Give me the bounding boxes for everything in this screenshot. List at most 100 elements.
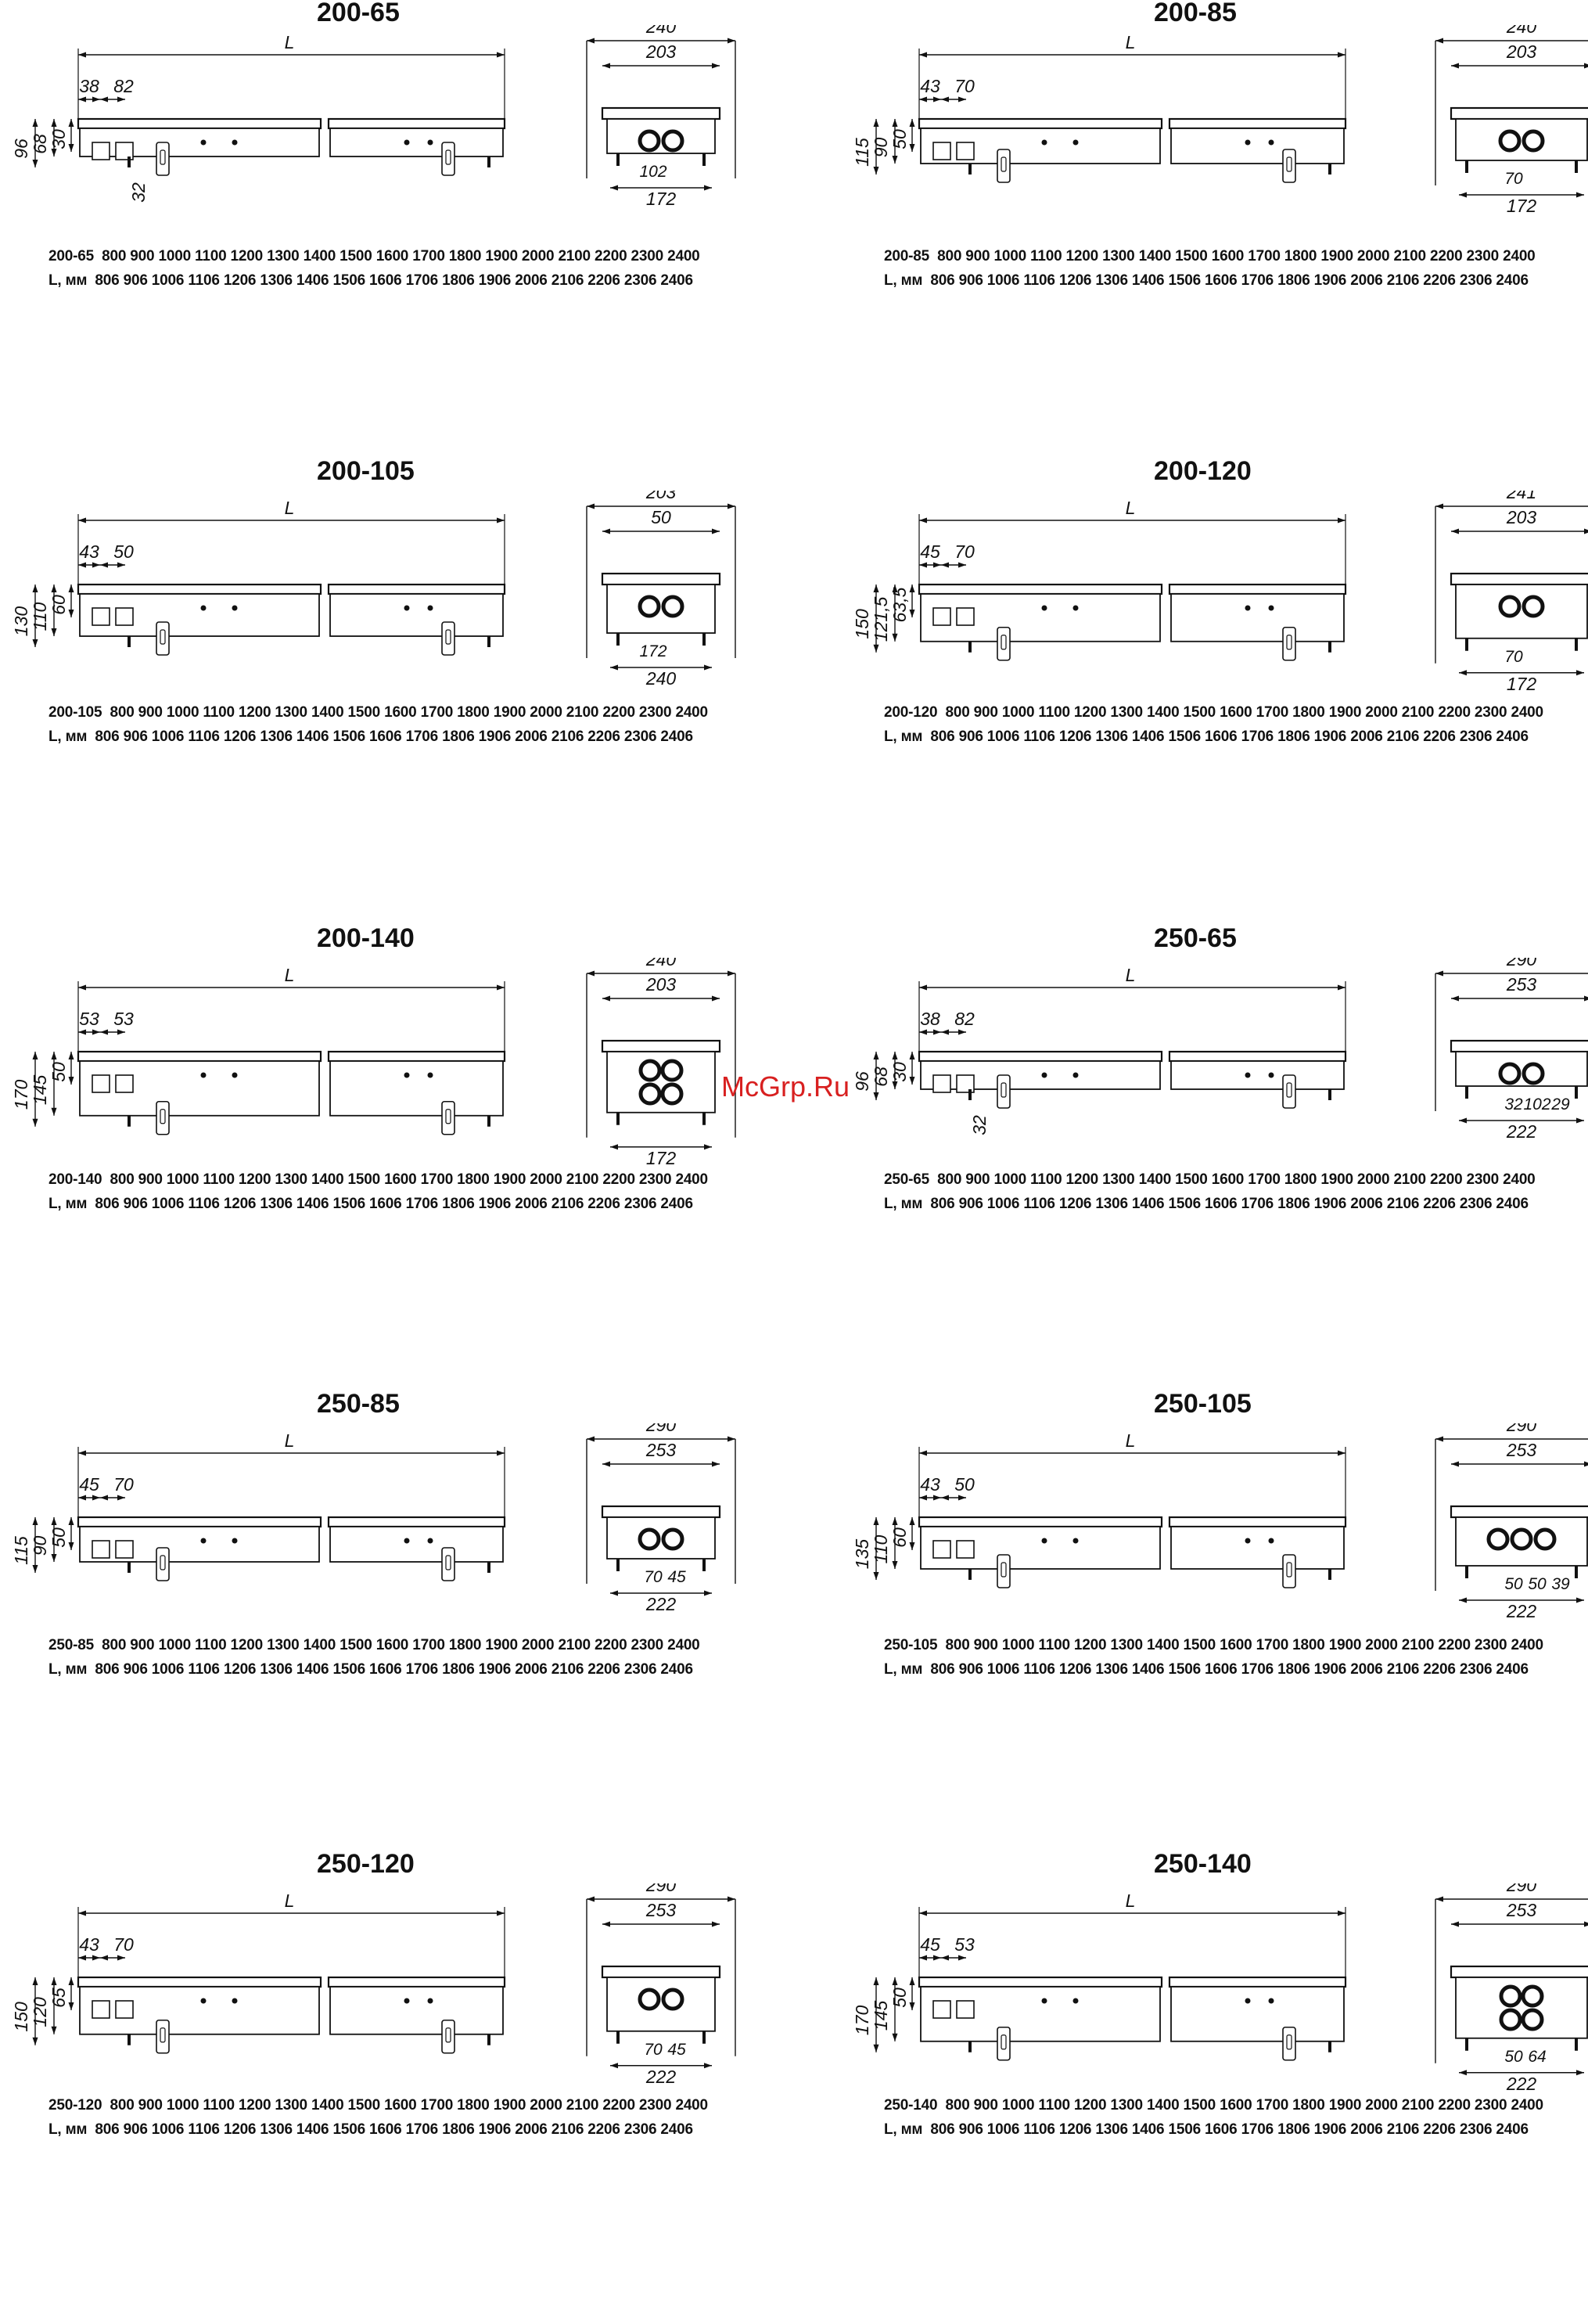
dimension-arrow bbox=[51, 585, 57, 592]
model-title: 200-120 bbox=[1154, 456, 1252, 486]
dimension-arrow bbox=[51, 1517, 57, 1525]
rivet bbox=[404, 605, 410, 611]
front-view bbox=[601, 1505, 721, 1571]
bracket-slot bbox=[1286, 1562, 1292, 1578]
port-square bbox=[92, 2000, 110, 2019]
bracket-slot bbox=[1001, 2034, 1007, 2050]
dimension-arrow bbox=[1576, 1117, 1584, 1124]
dimension-arrow bbox=[78, 1029, 86, 1035]
side-view bbox=[918, 1516, 1347, 1588]
dimension-arrow bbox=[1584, 63, 1588, 69]
dimension-arrow bbox=[587, 970, 595, 977]
dimension-label: 43 bbox=[79, 541, 99, 562]
length-label: L bbox=[285, 965, 295, 985]
dimension-arrow bbox=[32, 119, 38, 127]
length-label: L bbox=[1126, 32, 1136, 52]
trench-body bbox=[1170, 128, 1345, 164]
front-view bbox=[601, 1965, 721, 2044]
grille-top bbox=[77, 117, 322, 130]
length-label: L bbox=[285, 498, 295, 518]
dimension-arrow bbox=[610, 664, 618, 671]
dimension-arrow bbox=[100, 1495, 108, 1501]
dimension-arrow bbox=[933, 1029, 941, 1035]
dimension-arrow bbox=[1459, 1117, 1467, 1124]
port-square bbox=[956, 1074, 975, 1093]
port-square bbox=[92, 142, 110, 160]
bracket-slot bbox=[160, 1555, 166, 1570]
dimension-arrow bbox=[100, 96, 108, 103]
grille-section bbox=[1450, 572, 1588, 586]
dimension-arrow bbox=[909, 119, 915, 127]
dimension-arrow bbox=[873, 1052, 879, 1059]
dimension-arrow bbox=[892, 1517, 898, 1525]
dimension-arrow bbox=[1338, 52, 1345, 58]
grille-top bbox=[1168, 1976, 1347, 1988]
dimension-arrow bbox=[68, 1542, 74, 1550]
bracket-slot bbox=[1286, 1082, 1292, 1098]
dimension-arrow bbox=[602, 63, 610, 69]
rivet bbox=[200, 1538, 207, 1544]
pipe-connection bbox=[1522, 129, 1545, 153]
dimension-label: 253 bbox=[1506, 1440, 1537, 1460]
dimension-arrow bbox=[909, 1077, 915, 1085]
bracket-slot bbox=[1001, 635, 1007, 650]
model-size-row: 200-65 800 900 1000 1100 1200 1300 1400 … bbox=[49, 248, 700, 264]
trench-body bbox=[1170, 1986, 1345, 2042]
pipe-connection bbox=[638, 1082, 662, 1106]
dimension-arrow bbox=[1338, 1450, 1345, 1456]
dimension-arrow bbox=[873, 585, 879, 592]
pipe-connection bbox=[638, 129, 661, 153]
dimension-arrow bbox=[892, 1561, 898, 1569]
grille-top bbox=[1168, 1050, 1347, 1063]
dimension-arrow bbox=[892, 1081, 898, 1089]
dimension-arrow bbox=[610, 185, 618, 191]
dimension-arrow bbox=[587, 1896, 595, 1902]
dimension-label: 50 bbox=[889, 1988, 910, 2008]
dimension-label: 130 bbox=[11, 606, 31, 637]
dimension-arrow bbox=[610, 1590, 618, 1596]
grille-section bbox=[601, 106, 721, 121]
rivet bbox=[200, 1998, 207, 2004]
dimension-arrow bbox=[78, 1495, 86, 1501]
dimension-arrow bbox=[1576, 1597, 1584, 1603]
rivet bbox=[232, 1072, 238, 1078]
dimension-arrow bbox=[78, 517, 86, 523]
dimension-arrow bbox=[919, 1910, 927, 1916]
bracket-slot bbox=[445, 2027, 451, 2043]
pipe-connection bbox=[1522, 1062, 1545, 1085]
model-title: 200-105 bbox=[317, 456, 415, 486]
port-square bbox=[115, 1540, 134, 1559]
rivet bbox=[1268, 139, 1274, 146]
dimension-arrow bbox=[909, 610, 915, 617]
dimension-arrow bbox=[892, 2033, 898, 2042]
model-size-row: 250-105 800 900 1000 1100 1200 1300 1400… bbox=[884, 1637, 1543, 1653]
dimension-arrow bbox=[919, 1029, 927, 1035]
grille-top bbox=[918, 117, 1163, 130]
dimension-arrow bbox=[92, 1495, 100, 1501]
dimension-label: 102 bbox=[639, 163, 666, 181]
dimension-arrow bbox=[909, 1517, 915, 1525]
side-view bbox=[77, 1516, 506, 1581]
pipe-connection bbox=[1533, 1527, 1557, 1551]
trench-body bbox=[1170, 1060, 1345, 1090]
dimension-arrow bbox=[712, 995, 720, 1002]
port-square bbox=[956, 142, 975, 160]
length-table: 250-140 800 900 1000 1100 1200 1300 1400… bbox=[884, 2093, 1543, 2142]
dimension-label: 70 bbox=[644, 1568, 663, 1586]
dimension-arrow bbox=[933, 562, 941, 568]
port-square bbox=[956, 2000, 975, 2019]
dimension-arrow bbox=[68, 1977, 74, 1985]
watermark: McGrp.Ru bbox=[721, 1070, 850, 1103]
rivet bbox=[200, 1072, 207, 1078]
dimension-label: 170 bbox=[11, 1079, 31, 1110]
dimension-label: 68 bbox=[30, 134, 50, 154]
dimension-label: 203 bbox=[1506, 41, 1537, 62]
dimension-label: 135 bbox=[852, 1539, 872, 1570]
pipe-connection bbox=[661, 1988, 684, 2011]
trench-body bbox=[1170, 1526, 1345, 1570]
side-view bbox=[77, 117, 506, 176]
dimension-label: 50 bbox=[1528, 1575, 1547, 1593]
